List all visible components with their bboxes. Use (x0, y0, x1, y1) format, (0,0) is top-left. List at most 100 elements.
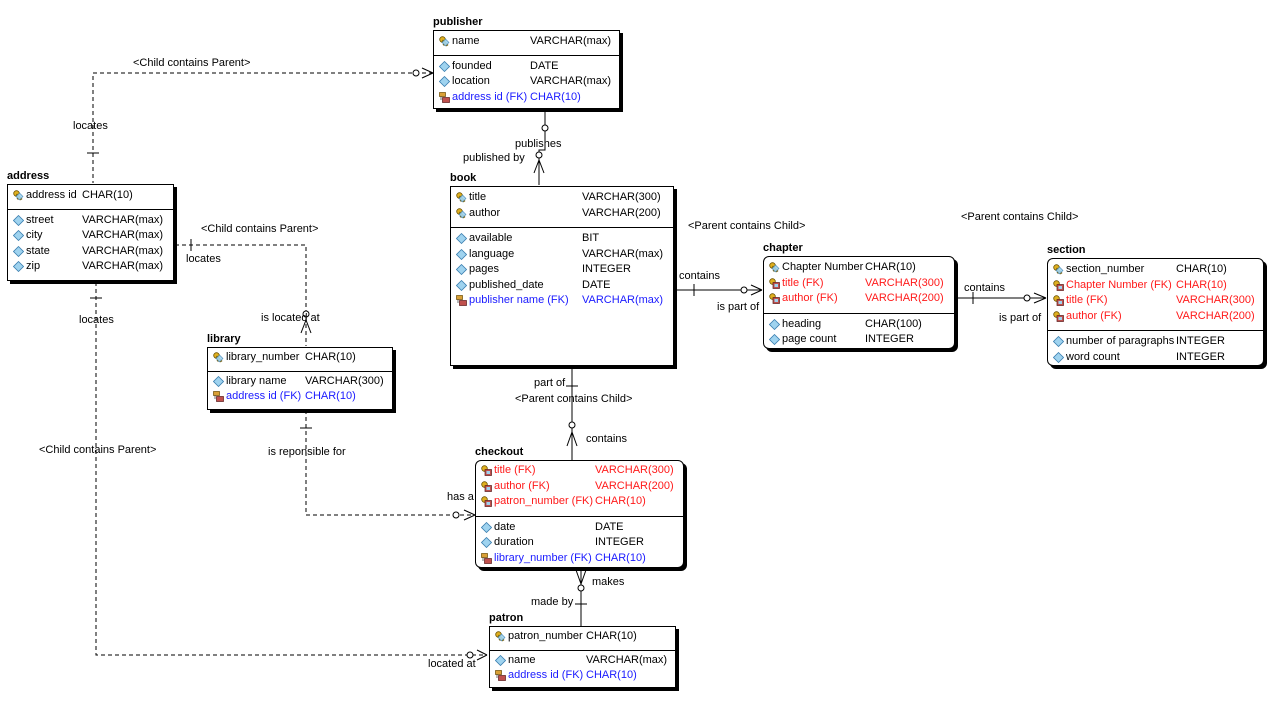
attr-name: location (452, 75, 490, 87)
pkfk-icon (481, 480, 492, 492)
rel-label: part of (534, 377, 566, 389)
attr-name: street (26, 213, 54, 226)
key-icon (13, 190, 24, 201)
rel-label: <Child contains Parent> (133, 57, 251, 69)
attr-name: author (FK) (782, 292, 838, 304)
attr-name: name (452, 35, 480, 47)
attr-name: title (469, 191, 487, 203)
attr-type: BIT (582, 232, 600, 244)
diamond-icon (212, 375, 225, 387)
diamond-icon (480, 536, 493, 549)
attr-type: CHAR(10) (305, 351, 356, 363)
diamond-icon (1052, 351, 1065, 363)
attr-type: CHAR(10) (305, 390, 356, 402)
attr-type: DATE (582, 278, 611, 291)
rel-label: <Parent contains Child> (515, 393, 633, 405)
rel-label: contains (586, 433, 627, 445)
attr-name: name (508, 653, 536, 666)
attr-type: CHAR(10) (865, 261, 916, 273)
attr-type: CHAR(10) (1176, 278, 1227, 291)
diamond-icon (455, 279, 468, 291)
diamond-icon (455, 248, 468, 260)
diamond-icon (494, 654, 507, 666)
attr-type: CHAR(100) (865, 317, 922, 330)
attr-name: page count (782, 333, 837, 345)
attr-name: publisher name (FK) (469, 294, 569, 306)
attr-type: VARCHAR(300) (582, 191, 661, 203)
key-icon (1053, 264, 1064, 275)
attr-type: VARCHAR(max) (582, 247, 664, 260)
attr-name: address id (FK) (226, 390, 302, 402)
key-icon (456, 192, 467, 203)
pkfk-icon (1053, 310, 1064, 322)
pkfk-icon (769, 277, 780, 289)
entity-checkout[interactable]: title (FK)VARCHAR(300) author (FK)VARCHA… (475, 460, 684, 568)
attr-type: INTEGER (1176, 350, 1225, 363)
diamond-icon (768, 333, 781, 346)
key-icon (213, 352, 224, 363)
fk-row: library_number (FK)CHAR(10) (476, 551, 683, 567)
rel-label: published by (463, 152, 525, 164)
key-icon (439, 36, 450, 47)
diamond-icon (455, 232, 468, 245)
pkfk-row: author (FK)VARCHAR(200) (1048, 309, 1263, 325)
attr-type: VARCHAR(max) (530, 35, 612, 47)
rel-label: made by (531, 596, 574, 608)
pk-row: title VARCHAR(300) (451, 190, 673, 206)
fk-row: address id (FK)CHAR(10) (434, 90, 619, 106)
attr-row: date DATE (476, 520, 683, 536)
attr-name: date (494, 520, 516, 533)
fk-icon (481, 552, 492, 564)
pkfk-icon (1053, 295, 1064, 306)
entity-title-checkout: checkout (475, 446, 524, 458)
pkfk-row: patron_number (FK)CHAR(10) (476, 494, 683, 510)
entity-title-address: address (7, 170, 50, 182)
entity-title-library: library (207, 333, 241, 345)
rel-label: <Child contains Parent> (201, 223, 319, 235)
pkfk-icon (769, 293, 780, 304)
attr-name: number of paragraphs (1066, 335, 1175, 347)
attr-type: VARCHAR(200) (582, 206, 661, 219)
entity-title-section: section (1047, 244, 1086, 256)
rel-label: <Parent contains Child> (961, 211, 1079, 223)
attr-type: VARCHAR(300) (595, 464, 674, 476)
attr-type: CHAR(10) (1176, 263, 1227, 275)
attr-type: DATE (530, 59, 559, 72)
attr-type: CHAR(10) (595, 495, 646, 507)
attr-type: DATE (595, 520, 624, 533)
attr-type: VARCHAR(300) (1176, 294, 1255, 306)
rel-label: locates (79, 314, 114, 326)
diamond-icon (12, 229, 25, 242)
attr-type: VARCHAR(max) (82, 213, 164, 226)
pkfk-icon (481, 496, 492, 507)
rel-line-publisher-address (92, 72, 433, 183)
attr-type: CHAR(10) (595, 551, 646, 564)
fk-row: address id (FK)CHAR(10) (208, 389, 392, 405)
fk-icon (495, 670, 506, 681)
pkfk-row: author (FK)VARCHAR(200) (476, 479, 683, 495)
key-icon (495, 631, 506, 642)
attr-type: CHAR(10) (586, 669, 637, 681)
attr-name: patron_number (508, 630, 583, 642)
fk-icon (439, 91, 450, 103)
entity-title-chapter: chapter (763, 242, 803, 254)
